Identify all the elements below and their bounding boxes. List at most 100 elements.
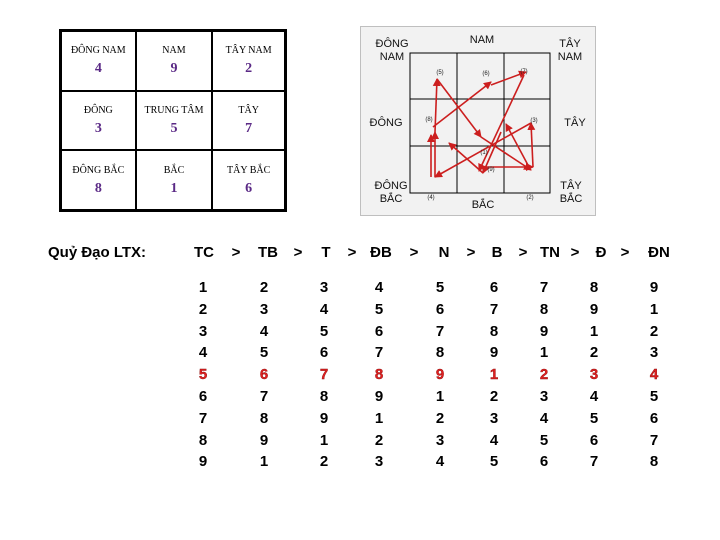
trajectory-number: 1: [319, 431, 329, 449]
sequence-arrow: >: [620, 244, 630, 261]
trajectory-number: 8: [589, 279, 599, 296]
trajectory-number: 3: [435, 431, 445, 449]
cell-direction: ĐÔNG: [83, 104, 113, 116]
trajectory-number: 9: [539, 322, 549, 340]
trajectory-number: 9: [589, 300, 599, 318]
sequence-item: B: [491, 244, 503, 261]
cell-direction: TÂY BẮC: [227, 164, 271, 176]
trajectory-number: 8: [649, 453, 659, 471]
label-bac: BẮC: [471, 199, 495, 211]
cell-number: 1: [170, 180, 178, 196]
flying-arrow: [480, 136, 532, 171]
point-label-2: (2): [526, 195, 533, 201]
flying-arrow: [478, 74, 525, 172]
sequence-arrow: >: [293, 244, 303, 261]
trajectory-number: 9: [649, 279, 659, 296]
sequence-arrow: >: [409, 244, 419, 261]
trajectory-number: 2: [489, 387, 499, 405]
trajectory-number: 6: [589, 431, 599, 449]
cell-direction: TRUNG TÂM: [144, 104, 204, 116]
sequence-arrow: >: [466, 244, 476, 261]
trajectory-number: 2: [198, 300, 208, 318]
flying-arrow: [505, 123, 530, 168]
highlighted-number: 8: [374, 366, 384, 384]
trajectory-number: 4: [435, 453, 445, 471]
highlighted-number: 7: [319, 366, 329, 384]
cell-number: 8: [94, 180, 102, 196]
trajectory-number: 5: [319, 322, 329, 340]
point-label-3: (3): [530, 118, 537, 124]
highlighted-number: 1: [489, 366, 499, 384]
trajectory-number: 4: [319, 300, 329, 318]
trajectory-number: 9: [259, 431, 269, 449]
trajectory-number: 2: [435, 409, 445, 427]
trajectory-number: 6: [649, 409, 659, 427]
trajectory-number: 8: [198, 431, 208, 449]
trajectory-number: 6: [489, 279, 499, 296]
trajectory-number: 2: [319, 453, 329, 471]
trajectory-number: 1: [539, 344, 549, 362]
point-label-9: (9): [487, 167, 494, 173]
grid-cell-tay: TÂY 7: [212, 90, 285, 151]
sequence-item: Đ: [595, 244, 607, 261]
flying-star-diagram: ĐÔNG NAM NAM TÂY NAM ĐÔNG TÂY ĐÔNG BẮC B…: [360, 26, 596, 216]
trajectory-number: 3: [319, 279, 329, 296]
point-label-8: (8): [425, 117, 432, 123]
cell-direction: NAM: [162, 45, 186, 57]
grid-cell-dong-nam: ĐÔNG NAM 4: [61, 31, 136, 91]
flying-arrow: [434, 122, 532, 178]
trajectory-number: 6: [374, 322, 384, 340]
trajectory-number: 2: [649, 322, 659, 340]
trajectory-number: 5: [649, 387, 659, 405]
sequence-arrow: >: [518, 244, 528, 261]
trajectory-number: 7: [489, 300, 499, 318]
grid-cell-tay-bac: TÂY BẮC 6: [212, 150, 285, 210]
trajectory-number: 8: [259, 409, 269, 427]
trajectory-number: 4: [539, 409, 549, 427]
trajectory-number: 7: [539, 279, 549, 296]
trajectory-number: 4: [198, 344, 208, 362]
trajectory-number: 3: [259, 300, 269, 318]
highlighted-number: 2: [539, 366, 549, 384]
grid-cell-tay-nam: TÂY NAM 2: [212, 31, 285, 91]
trajectory-number: 6: [539, 453, 549, 471]
grid-cell-trung-tam: TRUNG TÂM 5: [135, 90, 213, 151]
lo-shu-grid: ĐÔNG NAM 4 NAM 9 TÂY NAM 2 ĐÔNG 3 TRUNG …: [59, 29, 287, 212]
cell-direction: BẮC: [163, 164, 185, 176]
point-labels: (1)(2)(3)(4)(5)(6)(7)(8)(9): [425, 69, 537, 201]
highlighted-number: 3: [589, 366, 599, 384]
cell-number: 5: [170, 120, 178, 136]
trajectory-number: 9: [198, 453, 208, 471]
sequence-item: ĐB: [370, 244, 392, 261]
trajectory-sequence: TC>TB>T>ĐB>N>B>TN>Đ>ĐN: [0, 244, 720, 264]
trajectory-number: 3: [489, 409, 499, 427]
trajectory-number: 9: [489, 344, 499, 362]
trajectory-number: 5: [539, 431, 549, 449]
trajectory-number: 3: [649, 344, 659, 362]
sequence-item: TC: [194, 244, 214, 261]
trajectory-number: 2: [374, 431, 384, 449]
trajectory-number: 1: [649, 300, 659, 318]
flying-arrows: [427, 70, 536, 178]
trajectory-number: 3: [198, 322, 208, 340]
cell-number: 3: [94, 120, 102, 136]
trajectory-number: 4: [589, 387, 599, 405]
trajectory-number: 1: [435, 387, 445, 405]
point-label-5: (5): [436, 70, 443, 76]
label-tay-bac: TÂY BẮC: [559, 180, 583, 205]
trajectory-number: 4: [259, 322, 269, 340]
highlighted-number: 4: [649, 366, 659, 384]
cell-direction: TÂY: [238, 104, 259, 116]
cell-number: 7: [245, 120, 253, 136]
trajectory-number: 1: [198, 279, 208, 296]
grid-cell-bac: BẮC 1: [135, 150, 213, 210]
flying-arrow: [527, 122, 536, 168]
trajectory-number: 7: [198, 409, 208, 427]
